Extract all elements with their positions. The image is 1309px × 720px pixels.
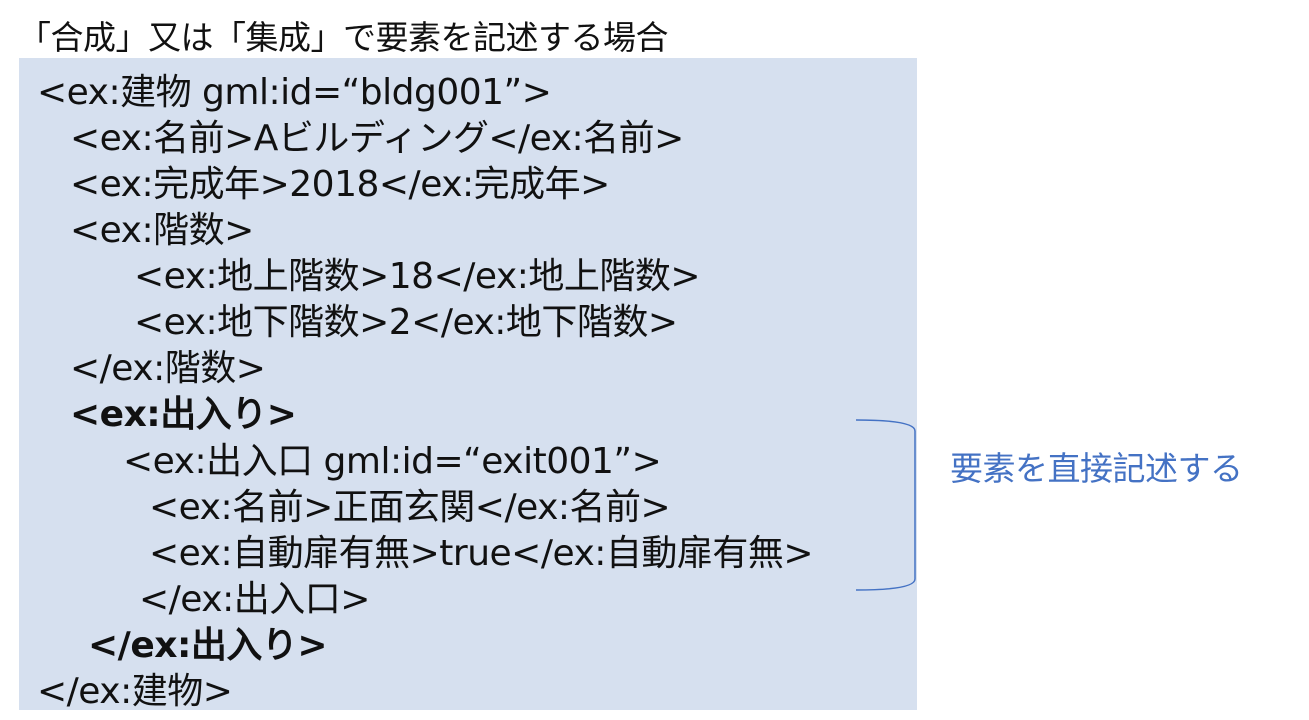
code-line-building-close: </ex:建物>: [37, 671, 233, 712]
code-line-building-open: <ex:建物 gml:id=“bldg001”>: [37, 72, 552, 113]
code-line-entrance-close: </ex:出入口>: [139, 579, 370, 620]
code-line-entrance-name: <ex:名前>正面玄関</ex:名前>: [149, 487, 671, 528]
xml-code-block: <ex:建物 gml:id=“bldg001”> <ex:名前>Aビルディング<…: [19, 58, 917, 712]
code-line-floors-close: </ex:階数>: [70, 348, 266, 389]
code-line-completion-year: <ex:完成年>2018</ex:完成年>: [70, 164, 610, 205]
code-line-floors-below: <ex:地下階数>2</ex:地下階数>: [134, 302, 678, 343]
code-line-entrance-open: <ex:出入口 gml:id=“exit001”>: [123, 441, 662, 482]
code-line-name: <ex:名前>Aビルディング</ex:名前>: [70, 118, 684, 159]
page-heading: 「合成」又は「集成」で要素を記述する場合: [18, 18, 669, 57]
code-line-entrances-close: </ex:出入り>: [88, 625, 328, 666]
direct-element-annotation: 要素を直接記述する: [950, 449, 1243, 488]
code-line-floors-open: <ex:階数>: [70, 210, 254, 251]
code-line-floors-above: <ex:地上階数>18</ex:地上階数>: [134, 256, 701, 297]
bracket-icon: [855, 419, 916, 591]
code-line-entrances-open: <ex:出入り>: [70, 394, 297, 435]
code-line-auto-door: <ex:自動扉有無>true</ex:自動扉有無>: [149, 533, 814, 574]
